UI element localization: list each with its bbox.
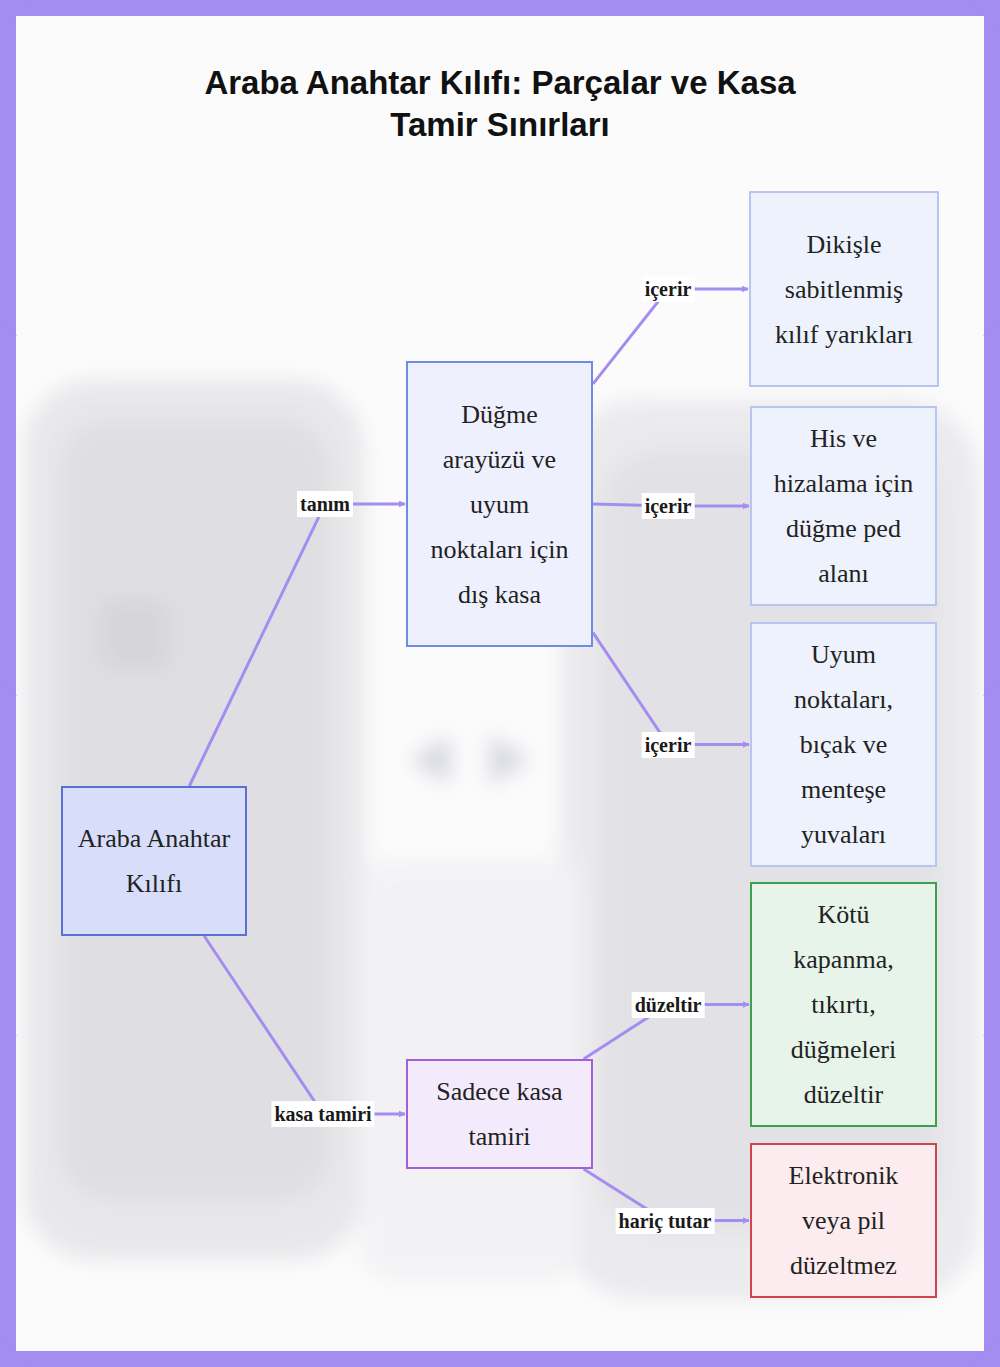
node-label: Uyum noktaları, bıçak ve menteşe yuvalar… [766, 632, 921, 857]
edge-label: içerir [642, 732, 695, 758]
node-label: Elektronik veya pil düzeltmez [766, 1153, 921, 1288]
repair-scope-box: Sadece kasa tamiri [406, 1059, 593, 1169]
detail-box: His ve hizalama için düğme ped alanı [750, 406, 937, 606]
edge-label: hariç tutar [616, 1208, 715, 1234]
connector-arrow [593, 289, 748, 384]
diagram-title: Araba Anahtar Kılıfı: Parçalar ve Kasa T… [170, 62, 830, 146]
node-label: His ve hizalama için düğme ped alanı [766, 416, 921, 596]
node-label: Düğme arayüzü ve uyum noktaları için dış… [422, 392, 577, 617]
edge-label: tanım [297, 491, 353, 517]
detail-box: Dikişle sabitlenmiş kılıf yarıkları [749, 191, 939, 387]
excludes-box: Elektronik veya pil düzeltmez [750, 1143, 937, 1298]
node-label: Kötü kapanma, tıkırtı, düğmeleri düzelti… [766, 892, 921, 1117]
edge-label: içerir [642, 276, 695, 302]
node-label: Araba Anahtar Kılıfı [77, 816, 231, 906]
edge-label: içerir [642, 493, 695, 519]
connector-arrow [204, 936, 405, 1114]
node-label: Sadece kasa tamiri [422, 1069, 577, 1159]
fixes-box: Kötü kapanma, tıkırtı, düğmeleri düzelti… [750, 882, 937, 1127]
root-node: Araba Anahtar Kılıfı [61, 786, 247, 936]
connector-arrow [593, 633, 749, 745]
edge-label: kasa tamiri [271, 1101, 374, 1127]
detail-box: Uyum noktaları, bıçak ve menteşe yuvalar… [750, 622, 937, 867]
connector-arrow [189, 504, 405, 786]
node-label: Dikişle sabitlenmiş kılıf yarıkları [765, 222, 923, 357]
category-box: Düğme arayüzü ve uyum noktaları için dış… [406, 361, 593, 647]
edge-label: düzeltir [632, 992, 705, 1018]
blurred-key-photo [24, 380, 980, 1300]
page-frame [8, 8, 992, 1359]
